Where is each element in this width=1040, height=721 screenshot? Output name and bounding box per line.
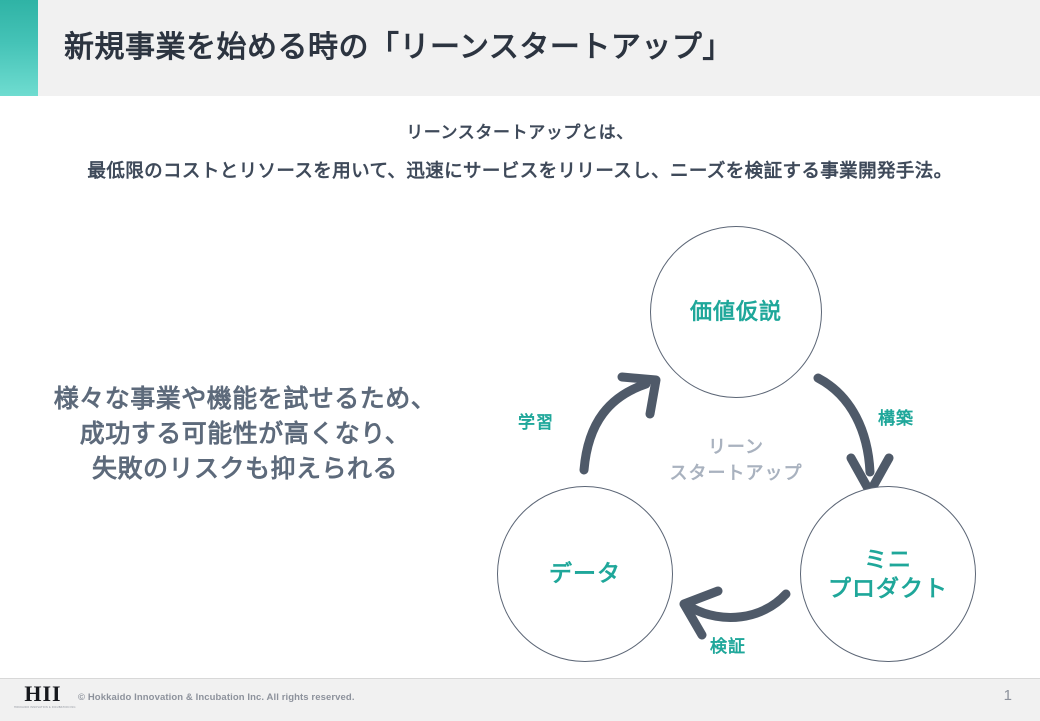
- cycle-center-label-line-2: スタートアップ: [669, 463, 803, 483]
- page-number: 1: [1003, 687, 1012, 704]
- arrow-label-build: 構築: [878, 409, 914, 428]
- node-value-hypothesis-label: 価値仮説: [689, 298, 782, 324]
- company-logo-mark: HII: [24, 681, 62, 706]
- cycle-center-label-line-1: リーン: [707, 437, 765, 457]
- node-mini-product-label-line-2: プロダクト: [828, 575, 948, 601]
- copyright-text: © Hokkaido Innovation & Incubation Inc. …: [78, 692, 355, 703]
- node-data[interactable]: データ: [497, 486, 673, 662]
- arrow-label-learn: 学習: [518, 413, 554, 432]
- slide-footer: HII HOKKAIDO INNOVATION & INCUBATION INC…: [0, 678, 1040, 721]
- page-title: 新規事業を始める時の「リーンスタートアップ」: [64, 31, 733, 64]
- arrow-label-verify: 検証: [710, 637, 746, 656]
- verify-arrow-icon: [679, 586, 791, 640]
- subtitle-block: リーンスタートアップとは、 最低限のコストとリソースを用いて、迅速にサービスをリ…: [0, 118, 1040, 188]
- node-mini-product[interactable]: ミニ プロダクト: [800, 486, 976, 662]
- header-accent-bar: [0, 0, 38, 96]
- left-message-line-2: 成功する可能性が高くなり、: [79, 420, 411, 448]
- left-message-line-3: 失敗のリスクも抑えられる: [91, 455, 398, 483]
- learn-arrow-icon: [579, 372, 661, 475]
- lean-startup-cycle-diagram: 価値仮説 データ ミニ プロダクト リーン スタートアップ 学習 構築 検証: [470, 200, 1030, 670]
- slide-header: 新規事業を始める時の「リーンスタートアップ」: [0, 0, 1040, 96]
- company-logo: HII HOKKAIDO INNOVATION & INCUBATION INC…: [14, 681, 77, 710]
- subtitle-line-2: 最低限のコストとリソースを用いて、迅速にサービスをリリースし、ニーズを検証する事…: [87, 160, 953, 181]
- cycle-center-label: リーン スタートアップ: [626, 434, 846, 486]
- node-value-hypothesis[interactable]: 価値仮説: [650, 226, 822, 398]
- cycle-arrows-layer: [579, 372, 894, 640]
- node-mini-product-label: ミニ プロダクト: [828, 545, 948, 604]
- subtitle-line-1: リーンスタートアップとは、: [406, 123, 634, 142]
- company-logo-subtext: HOKKAIDO INNOVATION & INCUBATION INC.: [14, 705, 77, 710]
- left-message-line-1: 様々な事業や機能を試せるため、: [53, 385, 437, 413]
- left-message-block: 様々な事業や機能を試せるため、 成功する可能性が高くなり、 失敗のリスクも抑えら…: [28, 382, 462, 487]
- node-mini-product-label-line-1: ミニ: [864, 545, 912, 572]
- node-data-label: データ: [549, 560, 621, 587]
